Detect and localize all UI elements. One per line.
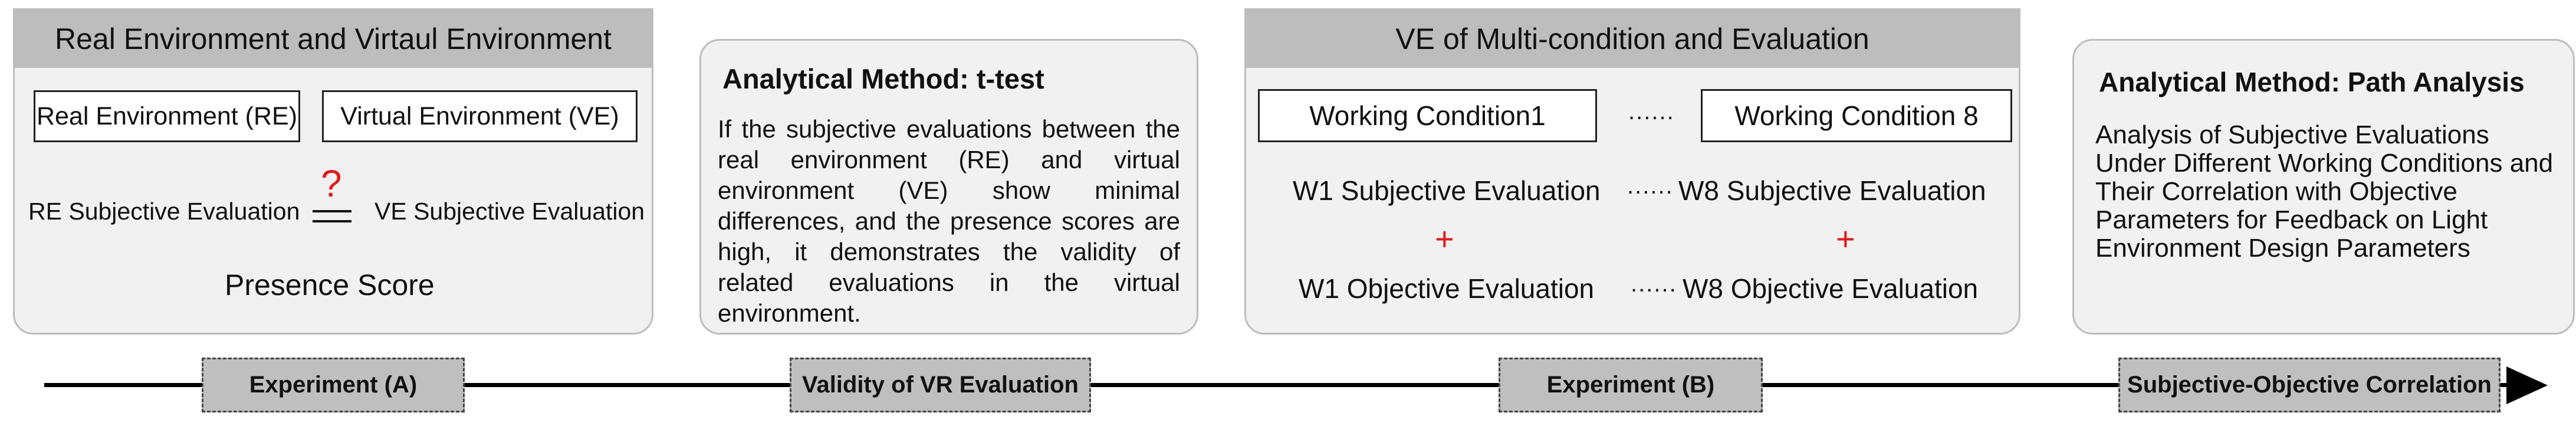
plus-sign-w1: + bbox=[1435, 220, 1454, 257]
panel-experiment-b: VE of Multi-condition and Evaluation Wor… bbox=[1244, 8, 2020, 335]
condition-ellipsis: ...... bbox=[1628, 99, 1675, 125]
ve-subjective-evaluation: VE Subjective Evaluation bbox=[374, 198, 645, 225]
panel-t-test: Analytical Method: t-test If the subject… bbox=[699, 39, 1198, 335]
working-condition-1-box: Working Condition1 bbox=[1258, 89, 1597, 142]
w8-subjective-evaluation: W8 Subjective Evaluation bbox=[1678, 175, 1986, 206]
panel-experiment-a: Real Environment and Virtaul Environment… bbox=[13, 8, 653, 335]
timeline-axis bbox=[44, 383, 2511, 387]
panel-path-analysis: Analytical Method: Path Analysis Analysi… bbox=[2072, 39, 2575, 335]
plus-sign-w8: + bbox=[1836, 220, 1855, 257]
panel-a-title: Real Environment and Virtaul Environment bbox=[15, 10, 652, 68]
equals-sign bbox=[313, 210, 351, 212]
virtual-environment-box: Virtual Environment (VE) bbox=[322, 90, 638, 142]
stage-experiment-a: Experiment (A) bbox=[202, 358, 465, 412]
real-environment-box: Real Environment (RE) bbox=[34, 90, 300, 142]
stage-subjective-objective-correlation: Subjective-Objective Correlation bbox=[2118, 358, 2501, 412]
w1-objective-evaluation: W1 Objective Evaluation bbox=[1299, 273, 1595, 304]
timeline-arrowhead bbox=[2506, 366, 2548, 404]
equals-sign-lower bbox=[313, 220, 351, 222]
path-analysis-title: Analytical Method: Path Analysis bbox=[2099, 67, 2525, 97]
path-analysis-description: Analysis of Subjective Evaluations Under… bbox=[2095, 120, 2554, 263]
objective-ellipsis: ...... bbox=[1631, 271, 1677, 297]
t-test-title: Analytical Method: t-test bbox=[722, 63, 1044, 94]
w1-subjective-evaluation: W1 Subjective Evaluation bbox=[1293, 175, 1601, 206]
t-test-description: If the subjective evaluations between th… bbox=[718, 115, 1180, 327]
presence-score: Presence Score bbox=[225, 268, 435, 302]
subjective-ellipsis: ...... bbox=[1627, 173, 1674, 199]
working-condition-8-box: Working Condition 8 bbox=[1701, 89, 2012, 142]
re-subjective-evaluation: RE Subjective Evaluation bbox=[28, 198, 300, 225]
stage-validity-vr-evaluation: Validity of VR Evaluation bbox=[790, 358, 1091, 412]
stage-experiment-b: Experiment (B) bbox=[1499, 358, 1763, 412]
panel-b-title: VE of Multi-condition and Evaluation bbox=[1246, 10, 2019, 68]
w8-objective-evaluation: W8 Objective Evaluation bbox=[1683, 273, 1979, 304]
question-mark: ? bbox=[321, 162, 342, 205]
